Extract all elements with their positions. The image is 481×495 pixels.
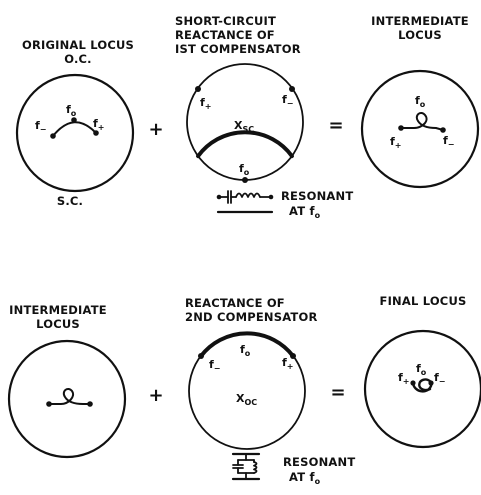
f-plus-label: f+ xyxy=(282,356,294,371)
locus-point xyxy=(93,130,99,136)
panel-title: ORIGINAL LOCUS xyxy=(22,38,134,52)
panel-title: INTERMEDIATE xyxy=(9,303,107,317)
intermediate-locus-panel-2: INTERMEDIATE LOCUS xyxy=(7,303,127,459)
locus-circle xyxy=(15,73,135,193)
f-minus-label: f− xyxy=(209,358,221,373)
locus-point xyxy=(46,401,52,407)
locus-loop xyxy=(48,387,91,405)
resonant-at-note: AT fo xyxy=(289,204,321,220)
sc-label: S.C. xyxy=(57,194,83,208)
reactance-arc xyxy=(199,331,295,358)
locus-point xyxy=(242,177,248,183)
locus-circle xyxy=(360,69,480,189)
reactance-arc xyxy=(196,130,294,159)
f-plus-label: f+ xyxy=(398,371,410,386)
f-minus-label: f− xyxy=(443,134,455,149)
f-zero-label: fo xyxy=(416,362,427,377)
locus-circle xyxy=(7,339,127,459)
original-locus-panel: ORIGINAL LOCUS O.C. f− fo f+ S.C. xyxy=(15,38,135,208)
equals-operator: = xyxy=(328,115,343,136)
locus-arc xyxy=(52,121,97,137)
locus-point xyxy=(87,401,93,407)
panel-title: FINAL LOCUS xyxy=(380,294,467,308)
f-zero-label: fo xyxy=(239,162,250,177)
locus-point xyxy=(198,353,204,359)
locus-loop xyxy=(400,111,444,131)
locus-point xyxy=(289,86,295,92)
locus-circle xyxy=(363,329,481,449)
panel-title: LOCUS xyxy=(398,28,442,42)
f-minus-label: f− xyxy=(434,371,446,386)
panel-title: LOCUS xyxy=(36,317,80,331)
f-plus-label: f+ xyxy=(93,117,105,132)
locus-point xyxy=(410,380,416,386)
locus-point xyxy=(50,133,56,139)
panel-title: REACTANCE OF xyxy=(175,28,275,42)
f-zero-label: fo xyxy=(240,343,251,358)
resonant-note: RESONANT xyxy=(281,189,353,203)
locus-point xyxy=(71,117,77,123)
reactance-circle xyxy=(186,63,304,181)
f-minus-label: f− xyxy=(35,119,47,134)
f-plus-label: f+ xyxy=(200,96,212,111)
series-resonant-circuit-icon xyxy=(216,190,274,214)
resonant-note: RESONANT xyxy=(283,455,355,469)
f-plus-label: f+ xyxy=(390,135,402,150)
locus-point xyxy=(398,125,404,131)
locus-knot xyxy=(411,378,433,393)
plus-operator: + xyxy=(148,119,163,140)
panel-title: SHORT-CIRCUIT xyxy=(175,14,276,28)
panel-title: IST COMPENSATOR xyxy=(175,42,301,56)
locus-point xyxy=(195,86,201,92)
intermediate-locus-panel: INTERMEDIATE LOCUS fo f+ f− xyxy=(360,14,480,189)
panel-title: INTERMEDIATE xyxy=(371,14,469,28)
f-minus-label: f− xyxy=(282,93,294,108)
panel-title: 2ND COMPENSATOR xyxy=(185,310,318,324)
second-compensator-panel: REACTANCE OF 2ND COMPENSATOR fo f− f+ XO… xyxy=(185,296,355,486)
first-compensator-panel: SHORT-CIRCUIT REACTANCE OF IST COMPENSAT… xyxy=(175,14,353,220)
xoc-label: XOC xyxy=(236,392,257,407)
locus-point xyxy=(428,380,434,386)
panel-title: REACTANCE OF xyxy=(185,296,285,310)
f-zero-label: fo xyxy=(415,94,426,109)
f-zero-label: fo xyxy=(66,103,77,118)
plus-operator: + xyxy=(148,385,163,406)
final-locus-panel: FINAL LOCUS f+ fo f− xyxy=(363,294,481,449)
locus-point xyxy=(440,127,446,133)
parallel-resonant-circuit-icon xyxy=(231,452,261,481)
resonant-at-note: AT fo xyxy=(289,470,321,486)
locus-point xyxy=(290,353,296,359)
equals-operator: = xyxy=(330,382,345,403)
xsc-label: XSC xyxy=(234,119,254,134)
oc-label: O.C. xyxy=(64,52,92,66)
